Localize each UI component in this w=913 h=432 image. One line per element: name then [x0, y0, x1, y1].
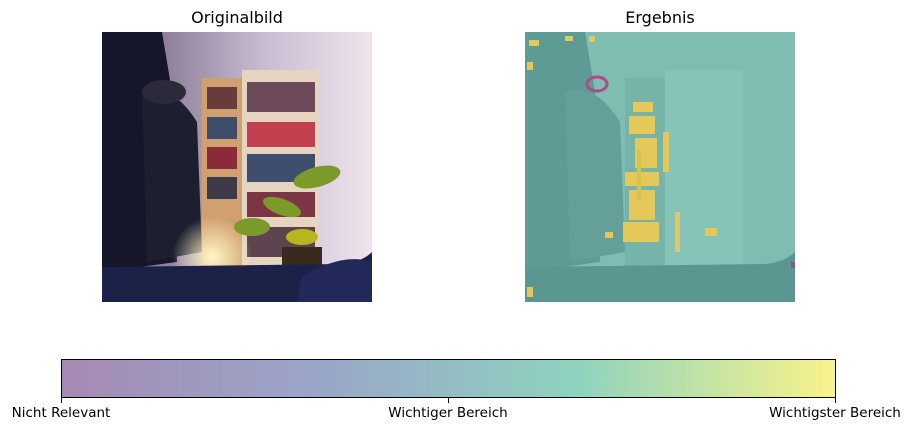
result-heatmap-image [525, 32, 795, 302]
original-image-title: Originalbild [191, 8, 283, 27]
original-photo-illustration [102, 32, 372, 302]
colorbar-tick [835, 398, 836, 403]
colorbar-tick [448, 398, 449, 403]
colorbar-label-min: Nicht Relevant [11, 405, 111, 421]
colorbar-label-max: Wichtigster Bereich [769, 405, 901, 421]
result-heatmap-illustration [525, 32, 795, 302]
original-image [102, 32, 372, 302]
colorbar-label-mid: Wichtiger Bereich [388, 405, 508, 421]
colorbar-tick [61, 398, 62, 403]
result-image-title: Ergebnis [625, 8, 695, 27]
colorbar [61, 359, 836, 398]
